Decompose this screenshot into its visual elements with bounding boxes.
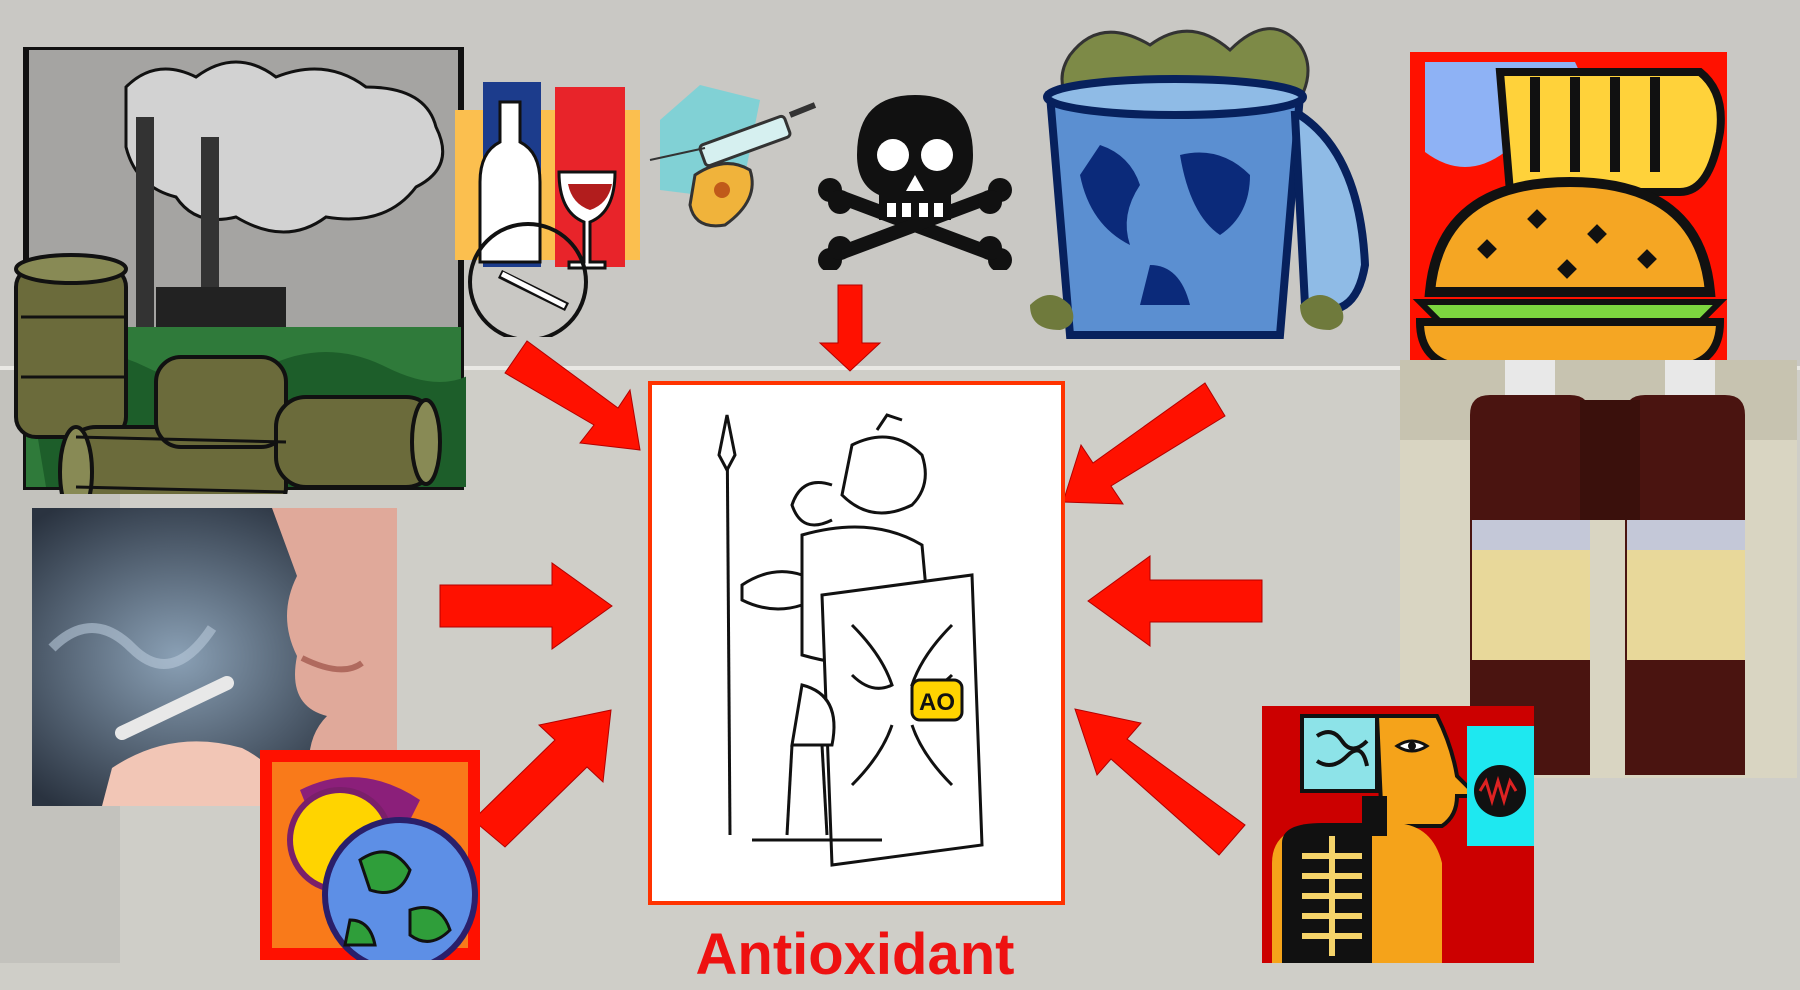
- arrow-bottles: [1088, 556, 1262, 646]
- shield-label: AO: [919, 689, 955, 716]
- syringe-drugs-icon: [640, 80, 820, 235]
- antioxidant-caption: Antioxidant: [600, 920, 1110, 990]
- uv-radiation-earth-icon: [260, 750, 480, 960]
- arrow-smoking: [440, 563, 612, 649]
- arrow-trash: [1063, 383, 1225, 504]
- industrial-pollution-icon: [6, 47, 466, 494]
- x-ray-radiation-icon: [1262, 706, 1534, 963]
- skull-crossbones-icon: [815, 90, 1015, 270]
- trash-can-icon: [1000, 5, 1390, 350]
- arrow-earth: [473, 710, 611, 847]
- arrow-xray: [1075, 709, 1245, 855]
- antioxidant-soldier-illustration: AO: [652, 385, 1061, 901]
- alcohol-cigarette-drugs-icon: [455, 82, 640, 337]
- fast-food-burger-icon: [1410, 52, 1727, 372]
- antioxidant-frame: AO: [648, 381, 1065, 905]
